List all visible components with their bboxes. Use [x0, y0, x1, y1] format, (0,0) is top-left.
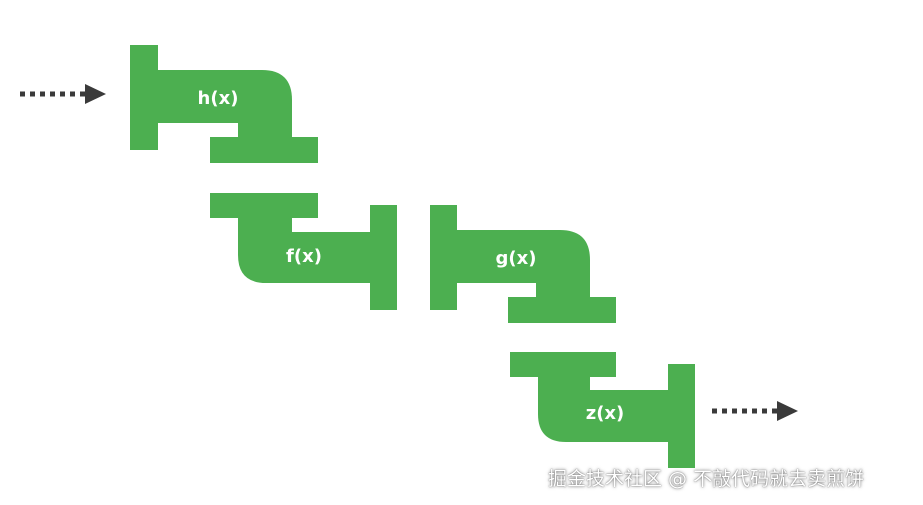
output-arrow — [712, 401, 798, 421]
watermark-text: 掘金技术社区 @ 不敲代码就去卖煎饼 — [548, 468, 865, 490]
pipe-f-shape — [210, 193, 397, 310]
pipe-f: f(x) — [210, 193, 397, 310]
pipe-g-shape — [430, 205, 616, 323]
pipe-h-label: h(x) — [198, 88, 239, 109]
pipe-z-shape — [510, 352, 695, 468]
pipe-h-shape — [130, 45, 318, 163]
pipe-f-label: f(x) — [286, 246, 322, 267]
pipe-g: g(x) — [430, 205, 616, 323]
pipe-z-label: z(x) — [586, 403, 625, 424]
pipe-h: h(x) — [130, 45, 318, 163]
pipe-z: z(x) — [510, 352, 695, 468]
input-arrow — [20, 84, 106, 104]
pipe-g-label: g(x) — [496, 248, 537, 269]
